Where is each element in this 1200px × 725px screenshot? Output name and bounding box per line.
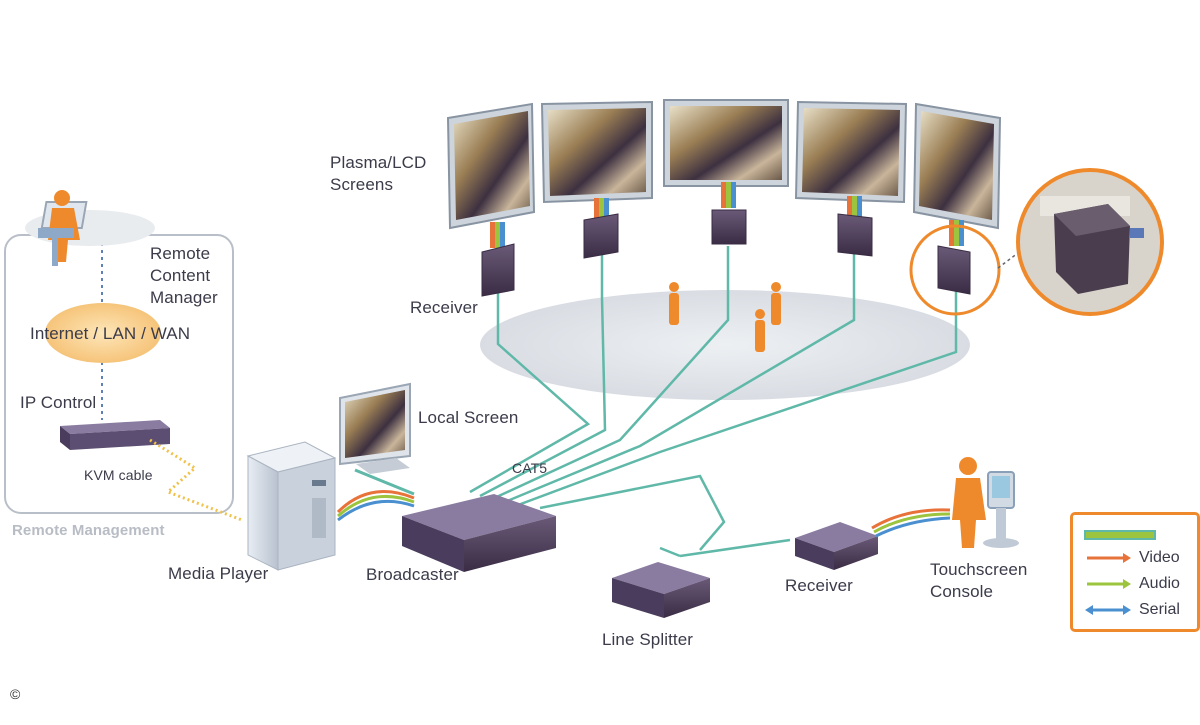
label-ip-control: IP Control: [20, 393, 97, 412]
legend-label-audio: Audio: [1139, 575, 1180, 592]
receivers-top: [481, 209, 971, 297]
legend-row-serial: Serial: [1083, 601, 1193, 621]
touchscreen-console-icon: [952, 457, 1019, 548]
legend-row-audio: Audio: [1083, 575, 1193, 595]
plasma-screens: [446, 99, 1002, 230]
av-bundle-media-to-broadcaster: [336, 468, 415, 522]
label-touchscreen-console: Touchscreen Console: [930, 560, 1028, 601]
receiver-zoom-inset: [1016, 168, 1164, 316]
plasma-screen-5: [912, 102, 1002, 230]
person-at-computer-icon: [25, 190, 155, 266]
label-receiver-bottom: Receiver: [785, 576, 853, 595]
plasma-screen-2: [540, 100, 653, 204]
plasma-screen-1: [446, 102, 536, 230]
label-line-splitter: Line Splitter: [602, 630, 694, 649]
plasma-screen-3: [663, 99, 789, 187]
legend-label-video: Video: [1139, 549, 1180, 566]
av-bundle-receiver-to-console: [871, 508, 951, 538]
label-cat5: CAT5: [512, 460, 548, 476]
local-screen: [339, 382, 411, 474]
legend-arrow-audio: [1087, 579, 1131, 589]
legend-bundle-bar: [1084, 530, 1156, 540]
floor-area: [480, 290, 970, 400]
internet-cloud: [45, 303, 161, 363]
label-plasma-lcd-screens: Plasma/LCD Screens: [330, 153, 427, 194]
legend: Video Audio Serial: [1070, 512, 1200, 632]
receiver-highlight-ring: [909, 224, 1001, 316]
legend-label-serial: Serial: [1139, 601, 1180, 618]
ip-control-device: [60, 420, 170, 450]
legend-arrow-video: [1087, 553, 1131, 563]
label-local-screen: Local Screen: [418, 408, 519, 427]
label-kvm-cable: KVM cable: [84, 467, 153, 483]
cat5-cables: [469, 246, 958, 558]
legend-row-video: Video: [1083, 549, 1193, 569]
media-player-device: [246, 441, 337, 571]
broadcaster-device: [402, 494, 556, 572]
label-receiver-top: Receiver: [410, 298, 478, 317]
receiver-bottom-device: [795, 522, 878, 570]
copyright-symbol: ©: [10, 686, 21, 702]
label-remote-content-manager: Remote Content Manager: [150, 244, 218, 307]
people-figures: [669, 282, 781, 352]
line-splitter-device: [612, 562, 710, 618]
legend-arrow-serial: [1085, 605, 1131, 615]
plasma-screen-4: [794, 100, 908, 204]
label-broadcaster: Broadcaster: [366, 565, 459, 584]
label-media-player: Media Player: [168, 564, 269, 583]
kvm-cable-line: [149, 438, 243, 522]
legend-graphics: [1084, 530, 1156, 615]
label-internet-lan-wan: Internet / LAN / WAN: [30, 324, 191, 343]
screen-connectors: [490, 182, 964, 248]
label-remote-management: Remote Management: [12, 522, 165, 539]
